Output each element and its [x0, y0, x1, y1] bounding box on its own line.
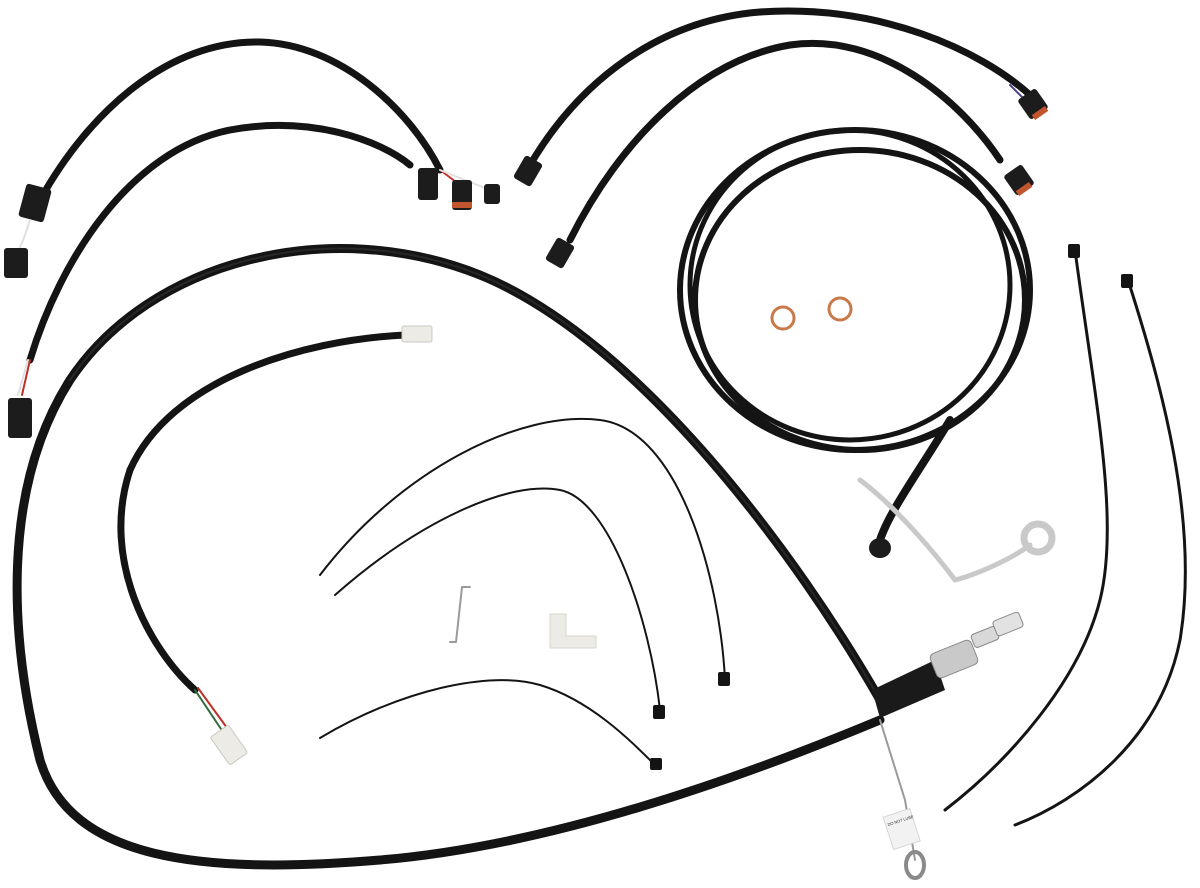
- harness-left-lower: [8, 121, 414, 438]
- harness-right-lower: [545, 40, 1034, 269]
- banjo-fitting-black: [869, 538, 891, 558]
- connector: [545, 237, 575, 269]
- plastic-l-clip: [549, 613, 597, 649]
- cable-end-ring: [904, 850, 926, 880]
- harness-left-upper: [4, 38, 500, 278]
- chrome-adjuster: [929, 611, 1024, 679]
- cable-boot: [872, 660, 945, 718]
- white-plug-harness: [117, 325, 433, 765]
- connector: [4, 248, 28, 278]
- copper-washer: [827, 296, 853, 322]
- connector: [484, 184, 500, 204]
- copper-washer: [770, 305, 796, 331]
- white-plug: [210, 725, 248, 765]
- clutch-cable: DO NOT LUBE: [12, 244, 1024, 880]
- crush-washers: [770, 296, 853, 331]
- brake-line: [677, 127, 1056, 583]
- connector: [418, 168, 438, 200]
- harness-right-upper: [513, 7, 1049, 187]
- pin-removal-tool: [449, 586, 471, 643]
- white-plug: [401, 325, 433, 343]
- connector: [513, 155, 543, 187]
- connector: [18, 183, 52, 223]
- banjo-fitting-chrome: [1020, 520, 1056, 556]
- cable-ties: [319, 244, 1187, 827]
- connector: [8, 398, 32, 438]
- warning-tag: DO NOT LUBE: [882, 808, 921, 851]
